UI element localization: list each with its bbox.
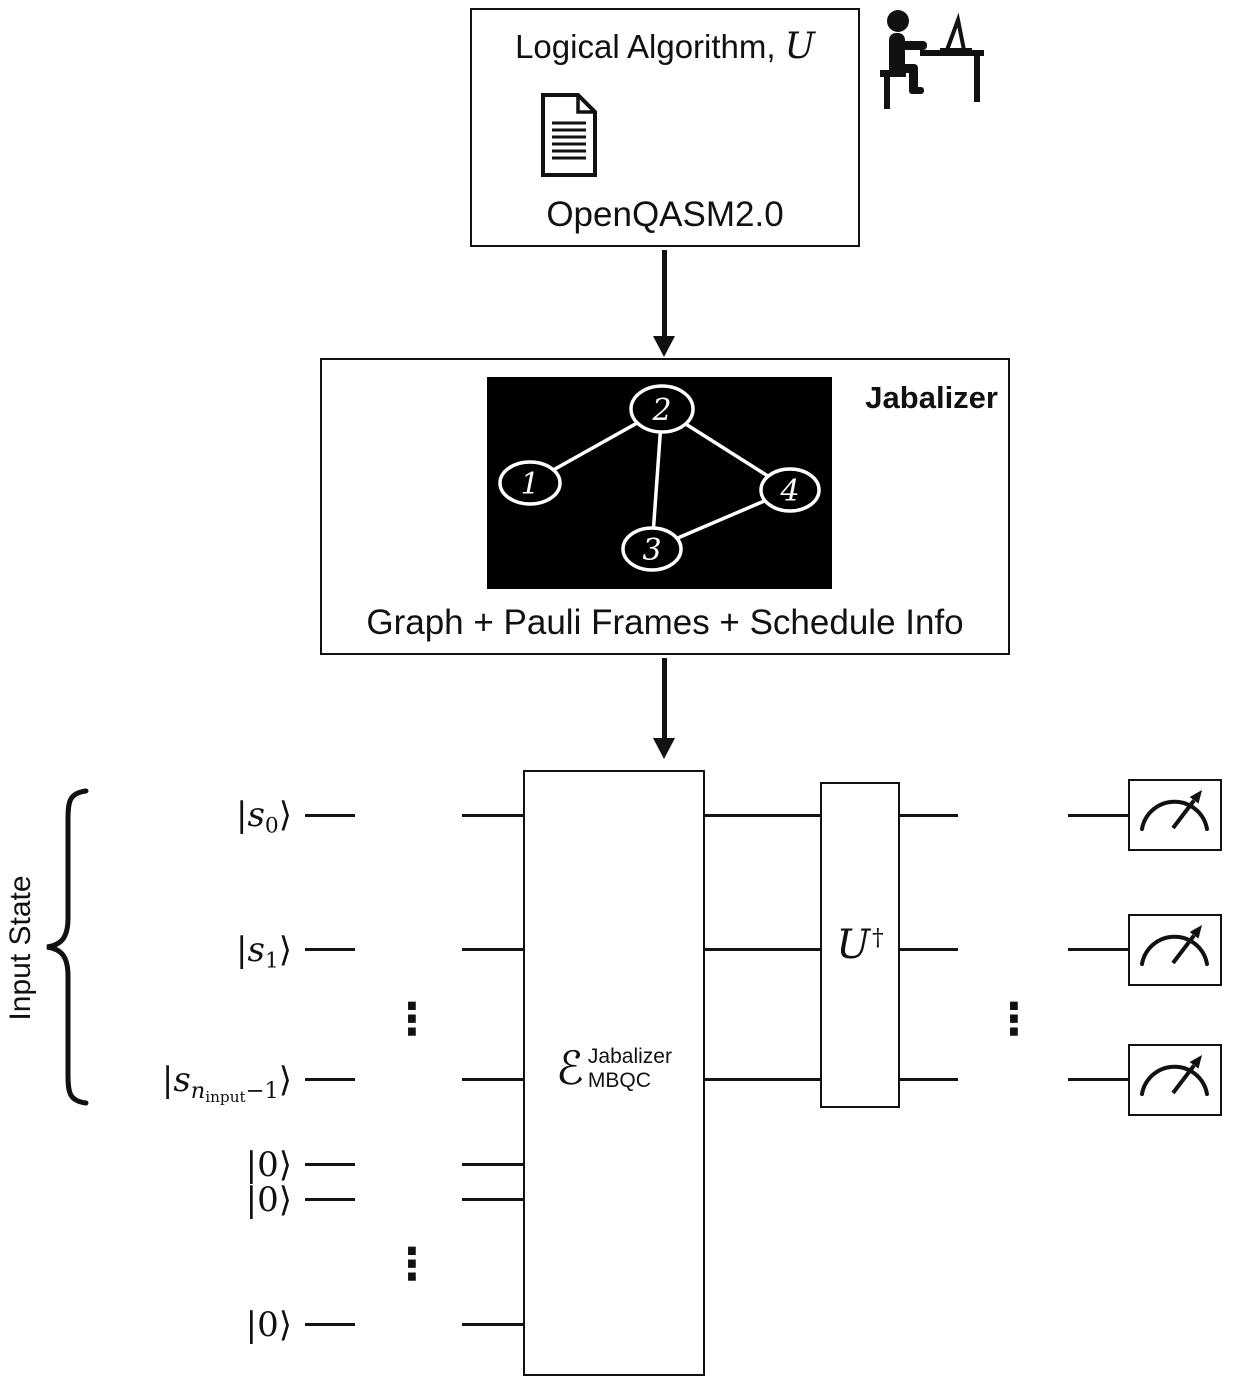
graph-node-1 bbox=[498, 460, 562, 506]
qubit-wire-segment bbox=[305, 1323, 355, 1326]
down-arrow-1-shaft bbox=[662, 250, 667, 338]
qubit-wire-segment bbox=[900, 948, 958, 951]
qubit-wire-segment bbox=[305, 1198, 355, 1201]
logical-algorithm-box: Logical Algorithm,U OpenQASM2.0 bbox=[470, 8, 860, 247]
qubit-wire-segment bbox=[1068, 814, 1128, 817]
graph-node-4-label: 4 bbox=[779, 474, 799, 509]
u-dagger-label: U† bbox=[836, 922, 884, 968]
ket-s0: |s0⟩ bbox=[235, 795, 292, 839]
script-e-symbol: ℰ bbox=[556, 1040, 584, 1095]
jabalizer-box: 1 2 3 4 Jabalizer Graph + Pauli Frames +… bbox=[320, 358, 1010, 655]
measurement-meter-icon bbox=[1140, 790, 1209, 831]
down-arrow-1-head bbox=[653, 336, 675, 357]
unitary-u-symbol: U bbox=[784, 26, 815, 67]
person-at-computer-icon bbox=[868, 6, 986, 117]
qubit-wire-segment bbox=[305, 948, 355, 951]
measurement-box-2 bbox=[1128, 914, 1222, 986]
qubit-wire-segment bbox=[462, 1323, 523, 1326]
qubit-wire-segment bbox=[462, 1163, 523, 1166]
qubit-wire-segment bbox=[462, 1078, 523, 1081]
laptop-icon bbox=[940, 12, 972, 52]
logical-algorithm-title: Logical Algorithm,U bbox=[472, 26, 858, 67]
u-dagger-box: U† bbox=[820, 782, 900, 1108]
input-state-label: Input State bbox=[4, 875, 37, 1021]
qubit-wire-segment bbox=[1068, 1078, 1128, 1081]
qubit-wire-segment bbox=[705, 814, 820, 817]
graph-node-2-label: 2 bbox=[651, 393, 671, 428]
graph-state-image: 1 2 3 4 bbox=[487, 377, 832, 589]
down-arrow-2-head bbox=[653, 738, 675, 759]
mbqc-superscript: Jabalizer bbox=[587, 1044, 672, 1068]
ket-s1: |s1⟩ bbox=[235, 930, 292, 974]
jabalizer-label: Jabalizer bbox=[865, 380, 998, 415]
down-arrow-2-shaft bbox=[662, 658, 667, 740]
graph-node-3-label: 3 bbox=[642, 533, 661, 568]
document-icon bbox=[540, 92, 598, 183]
qubit-wire-segment bbox=[305, 1163, 355, 1166]
jabalizer-caption: Graph + Pauli Frames + Schedule Info bbox=[366, 603, 964, 642]
graph-node-2 bbox=[629, 384, 695, 434]
openqasm-label: OpenQASM2.0 bbox=[546, 195, 784, 234]
ellipsis-dots-left-lower: ⋮ bbox=[390, 1239, 434, 1290]
measurement-box-1 bbox=[1128, 779, 1222, 851]
measurement-meter-icon bbox=[1140, 1055, 1209, 1096]
measurement-box-3 bbox=[1128, 1044, 1222, 1116]
graph-node-4 bbox=[759, 467, 821, 513]
qubit-wire-segment bbox=[462, 1198, 523, 1201]
qubit-wire-segment bbox=[900, 1078, 958, 1081]
ellipsis-dots-right: ⋮ bbox=[992, 994, 1036, 1045]
qubit-wire-segment bbox=[705, 948, 820, 951]
ket-s-n-input-minus-1: |sninput−1⟩ bbox=[161, 1060, 292, 1106]
graph-node-1-label: 1 bbox=[520, 467, 539, 502]
logical-algorithm-title-text: Logical Algorithm, bbox=[515, 28, 776, 65]
mbqc-channel-label: ℰ Jabalizer MBQC bbox=[556, 1043, 672, 1094]
qubit-wire-segment bbox=[305, 1078, 355, 1081]
qubit-wire-segment bbox=[705, 1078, 820, 1081]
input-state-brace bbox=[40, 786, 90, 1113]
ket-zero-1: |0⟩ bbox=[245, 1145, 292, 1185]
qubit-wire-segment bbox=[1068, 948, 1128, 951]
mbqc-channel-box: ℰ Jabalizer MBQC bbox=[523, 770, 705, 1376]
qubit-wire-segment bbox=[462, 948, 523, 951]
graph-node-3 bbox=[621, 526, 683, 572]
ket-zero-2: |0⟩ bbox=[245, 1180, 292, 1220]
measurement-meter-icon bbox=[1140, 925, 1209, 966]
qubit-wire-segment bbox=[900, 814, 958, 817]
ket-zero-3: |0⟩ bbox=[245, 1305, 292, 1345]
qubit-wire-segment bbox=[305, 814, 355, 817]
dagger-symbol: † bbox=[872, 925, 884, 952]
mbqc-subscript: MBQC bbox=[587, 1068, 651, 1092]
ellipsis-dots-left-upper: ⋮ bbox=[390, 994, 434, 1045]
qubit-wire-segment bbox=[462, 814, 523, 817]
